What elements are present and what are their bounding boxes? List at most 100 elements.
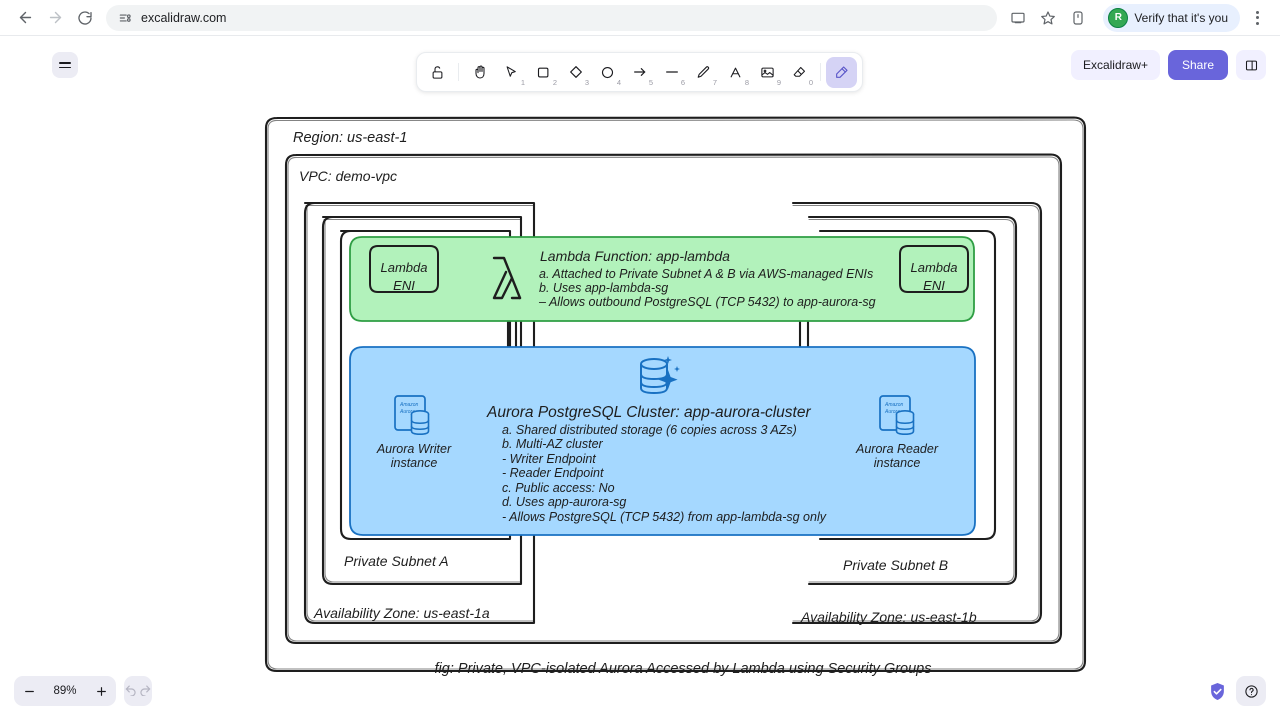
help-button[interactable] <box>1236 676 1266 706</box>
extensions-icon[interactable] <box>1065 5 1091 31</box>
private-subnet-a-label: Private Subnet A <box>344 553 449 569</box>
lambda-eni-right-line1: Lambda <box>911 260 958 275</box>
line-icon-num: 6 <box>680 77 685 87</box>
aurora-line-5: d. Uses app-aurora-sg <box>502 495 626 509</box>
eraser-icon-num: 0 <box>808 77 813 87</box>
library-button[interactable] <box>1236 50 1266 80</box>
lambda-title: Lambda Function: app-lambda <box>540 248 730 264</box>
aurora-title: Aurora PostgreSQL Cluster: app-aurora-cl… <box>486 404 811 421</box>
toolbar-divider-1 <box>458 63 459 81</box>
connector-lines <box>506 317 810 350</box>
draw-icon-num: 7 <box>712 77 717 87</box>
aurora-line-6: - Allows PostgreSQL (TCP 5432) from app-… <box>502 510 827 524</box>
aurora-reader-icon-label-2: Aurora <box>884 409 900 415</box>
redo-button[interactable] <box>138 682 152 701</box>
vpc-box[interactable] <box>284 153 1063 645</box>
subnet-inner-box-b[interactable] <box>818 229 997 541</box>
reload-button[interactable] <box>70 3 100 33</box>
diagram-caption: fig: Private, VPC-isolated Aurora Access… <box>435 661 932 677</box>
aurora-writer-icon: Amazon Aurora <box>394 395 430 436</box>
text-icon-num: 8 <box>744 77 749 87</box>
private-subnet-b-label: Private Subnet B <box>843 557 948 573</box>
lambda-eni-left-line2: ENI <box>393 278 415 293</box>
private-subnet-b-box[interactable] <box>807 215 1018 586</box>
aurora-reader-caption-1: Aurora Reader <box>855 442 939 456</box>
lambda-eni-right[interactable]: Lambda ENI <box>899 245 969 293</box>
lambda-line-0: a. Attached to Private Subnet A & B via … <box>539 267 873 281</box>
history-box <box>124 676 152 706</box>
selection-icon[interactable]: 1 <box>496 57 527 88</box>
aurora-line-4: c. Public access: No <box>502 481 615 495</box>
lock-icon[interactable] <box>422 57 453 88</box>
aurora-writer-caption-1: Aurora Writer <box>376 442 452 456</box>
rectangle-icon[interactable]: 2 <box>528 57 559 88</box>
arrow-icon-num: 5 <box>648 77 653 87</box>
undo-button[interactable] <box>124 682 138 701</box>
verify-identity-pill[interactable]: R Verify that it's you <box>1103 3 1240 32</box>
image-icon[interactable]: 9 <box>752 57 783 88</box>
profile-avatar: R <box>1108 7 1129 28</box>
availability-zone-b-label: Availability Zone: us-east-1b <box>800 609 977 625</box>
aurora-writer-caption-2: instance <box>391 456 438 470</box>
private-subnet-a-box[interactable] <box>321 215 523 586</box>
aurora-line-0: a. Shared distributed storage (6 copies … <box>502 423 797 437</box>
excalidraw-canvas[interactable]: .ink { fill:none; stroke:#1e1e1e; stroke… <box>0 36 1280 720</box>
top-right-actions: Excalidraw+ Share <box>1070 50 1266 80</box>
subnet-inner-box-a[interactable] <box>339 229 512 541</box>
chrome-menu-icon[interactable] <box>1244 5 1270 31</box>
encrypted-shield-icon[interactable] <box>1209 682 1226 701</box>
back-button[interactable] <box>10 3 40 33</box>
aurora-writer-icon-label-2: Aurora <box>399 409 415 415</box>
arrow-icon[interactable]: 5 <box>624 57 655 88</box>
availability-zone-b-box[interactable] <box>791 201 1043 625</box>
lambda-line-2: – Allows outbound PostgreSQL (TCP 5432) … <box>538 295 876 309</box>
url-text: excalidraw.com <box>141 10 227 25</box>
text-icon[interactable]: 8 <box>720 57 751 88</box>
hand-icon[interactable] <box>464 57 495 88</box>
line-icon[interactable]: 6 <box>656 57 687 88</box>
address-bar[interactable]: excalidraw.com <box>106 4 998 31</box>
aurora-reader-icon: Amazon Aurora <box>879 395 915 436</box>
diamond-icon[interactable]: 3 <box>560 57 591 88</box>
bookmark-star-icon[interactable] <box>1035 5 1061 31</box>
aurora-database-icon <box>640 356 680 395</box>
image-icon-num: 9 <box>776 77 781 87</box>
lambda-eni-left-line1: Lambda <box>381 260 428 275</box>
forward-button[interactable] <box>40 3 70 33</box>
zoom-in-button[interactable] <box>86 676 116 706</box>
aurora-reader-caption-2: instance <box>874 456 921 470</box>
ellipse-icon[interactable]: 4 <box>592 57 623 88</box>
aurora-reader-icon-label-1: Amazon <box>884 402 904 408</box>
site-info-icon[interactable] <box>118 11 132 25</box>
excalidraw-app: .ink { fill:none; stroke:#1e1e1e; stroke… <box>0 36 1280 720</box>
rectangle-icon-num: 2 <box>552 77 557 87</box>
zoom-level[interactable]: 89% <box>53 685 77 697</box>
lambda-line-1: b. Uses app-lambda-sg <box>539 281 668 295</box>
aurora-line-3: - Reader Endpoint <box>502 466 604 480</box>
hamburger-menu-button[interactable] <box>52 52 78 78</box>
aurora-writer-icon-label-1: Amazon <box>399 402 419 408</box>
verify-text: Verify that it's you <box>1134 10 1228 25</box>
availability-zone-a-box[interactable] <box>303 201 536 625</box>
region-box[interactable] <box>264 116 1087 673</box>
cast-icon[interactable] <box>1005 5 1031 31</box>
aws-lambda-icon <box>492 256 522 300</box>
eraser-icon[interactable]: 0 <box>784 57 815 88</box>
lambda-eni-left[interactable]: Lambda ENI <box>369 245 439 293</box>
vpc-label: VPC: demo-vpc <box>299 168 397 184</box>
share-button[interactable]: Share <box>1167 50 1228 80</box>
aurora-cluster-box[interactable] <box>349 346 976 536</box>
aurora-line-2: - Writer Endpoint <box>502 452 596 466</box>
zoom-controls: 89% <box>14 676 152 706</box>
laser-icon[interactable] <box>826 56 857 88</box>
zoom-box: 89% <box>14 676 116 706</box>
draw-icon[interactable]: 7 <box>688 57 719 88</box>
zoom-out-button[interactable] <box>14 676 44 706</box>
browser-actions: R Verify that it's you <box>1005 3 1270 32</box>
toolbar-divider-2 <box>820 63 821 81</box>
lambda-function-box[interactable] <box>349 236 975 322</box>
bottom-right-actions <box>1209 676 1266 706</box>
tool-palette: 1 2 3 4 5 6 7 <box>416 52 863 92</box>
excalidraw-plus-button[interactable]: Excalidraw+ <box>1070 50 1160 80</box>
browser-toolbar: excalidraw.com R Verify that it's you <box>0 0 1280 36</box>
